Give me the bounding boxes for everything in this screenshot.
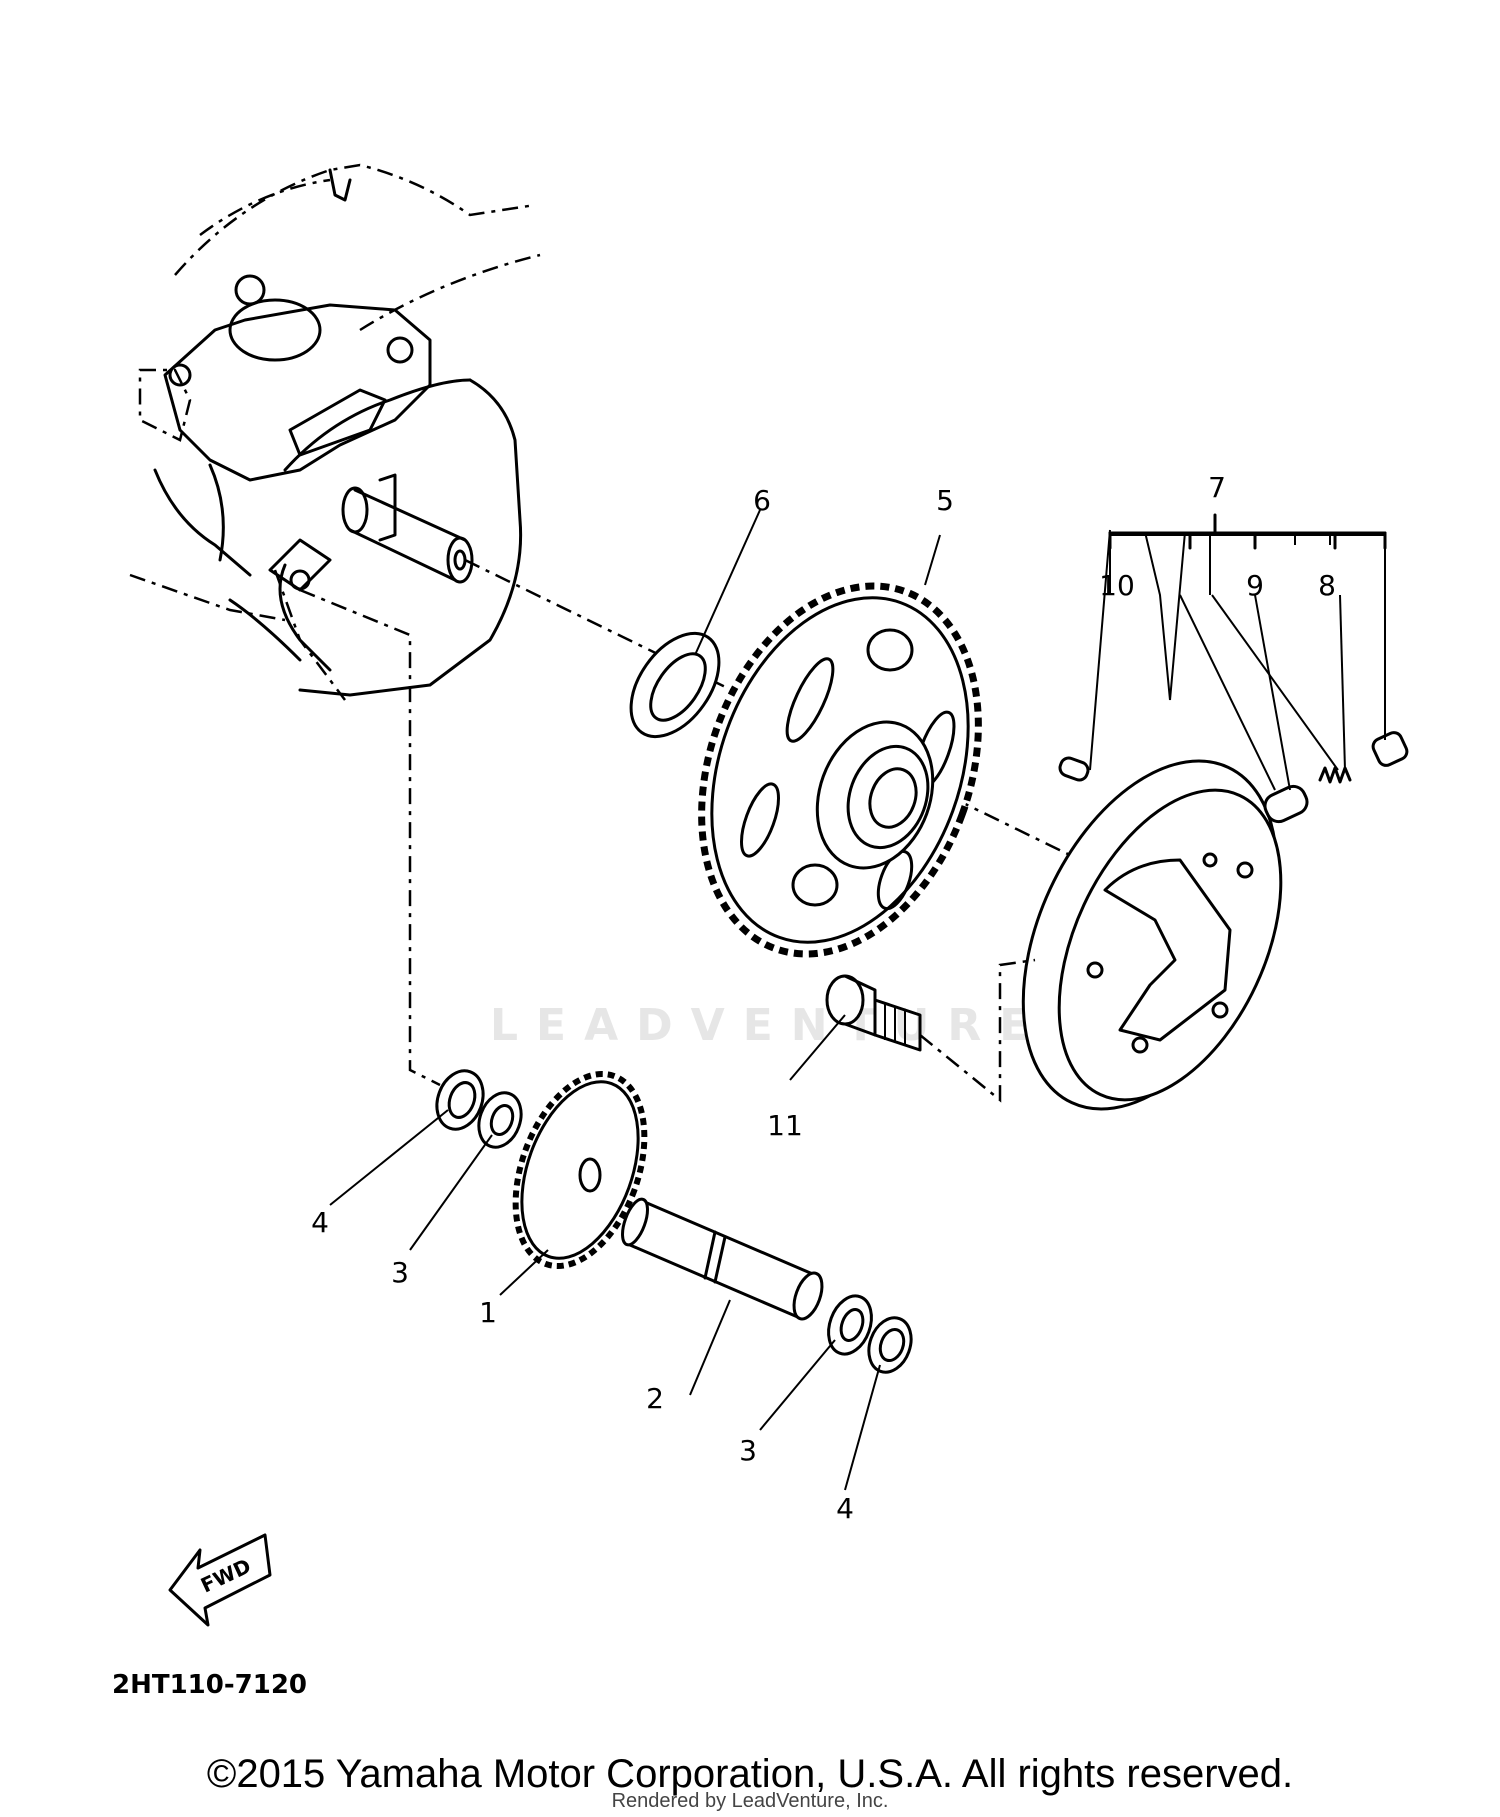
callout-9: 9 (1246, 569, 1264, 602)
part-4-circlip-left (435, 1069, 485, 1131)
callout-11: 11 (767, 1109, 803, 1142)
callout-8: 8 (1318, 569, 1336, 602)
bolt-axis-line (919, 958, 1036, 1103)
callout-7: 7 (1208, 471, 1226, 504)
part-5-starter-wheel-gear (698, 582, 982, 958)
callout-2: 2 (646, 1382, 664, 1415)
callout-5: 5 (936, 484, 954, 517)
callout-4-left: 4 (311, 1206, 329, 1239)
part-7-spring-cap (1371, 731, 1409, 767)
part-8-spring (1318, 766, 1352, 784)
diagram-code: 2HT110-7120 (112, 1670, 307, 1700)
callout-1: 1 (479, 1296, 497, 1329)
fwd-arrow-icon: FWD (168, 1533, 272, 1627)
callout-4-right: 4 (836, 1492, 854, 1525)
part-1-idler-gear (512, 1070, 648, 1270)
group-7-bracket (1108, 513, 1387, 550)
part-7-starter-clutch (1021, 759, 1283, 1111)
part-3-washer-left (477, 1091, 523, 1149)
callout-6: 6 (753, 484, 771, 517)
engine-crankcase (129, 163, 541, 701)
callout-10: 10 (1099, 569, 1135, 602)
idler-axis-line (299, 588, 441, 1087)
part-10-pin (1058, 756, 1090, 782)
part-2-shaft (621, 1197, 824, 1321)
copyright-notice: ©2015 Yamaha Motor Corporation, U.S.A. A… (206, 1752, 1294, 1796)
fwd-label: FWD (197, 1554, 255, 1598)
callout-3-left: 3 (391, 1256, 409, 1289)
part-11-bolt (825, 974, 922, 1052)
part-4-circlip-right (867, 1316, 913, 1374)
part-3-washer-right (827, 1294, 873, 1356)
callout-3-right: 3 (739, 1434, 757, 1467)
watermark: LEADVENTURE (490, 1000, 1047, 1051)
part-6-washer (629, 631, 721, 739)
rendered-by-note: Rendered by LeadVenture, Inc. (611, 1790, 889, 1812)
part-9-roller (1263, 784, 1309, 824)
